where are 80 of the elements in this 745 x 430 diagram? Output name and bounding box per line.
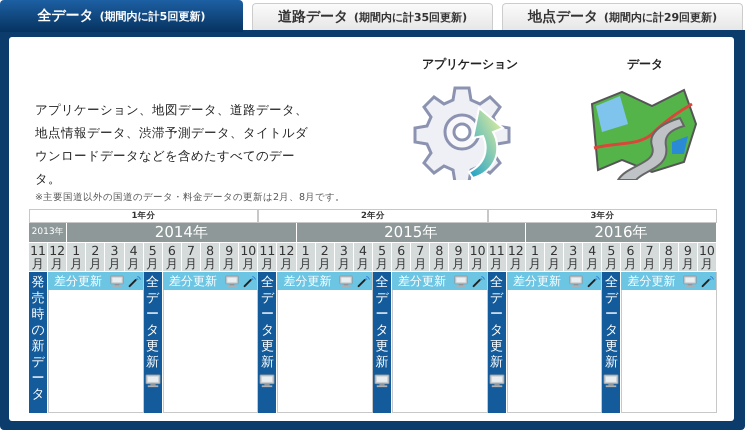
month-cell: 11月 (29, 243, 48, 271)
period-cell: 3年分 (488, 209, 717, 223)
month-cell: 10月 (468, 243, 487, 271)
month-cell: 11月 (488, 243, 506, 271)
bar-label: 差分更新 (512, 272, 561, 290)
update-bar (277, 272, 372, 290)
tab (502, 3, 743, 30)
month-cell: 5月 (144, 243, 162, 271)
month-cell: 4月 (354, 243, 372, 271)
period-cell: 2年分 (258, 209, 488, 223)
update-bar (373, 272, 392, 413)
bar-label: 全データ更新 (489, 275, 504, 371)
month-cell: 5月 (373, 243, 392, 271)
bar-label: 差分更新 (54, 272, 102, 290)
month-cell: 2月 (545, 243, 564, 271)
month-cell: 8月 (430, 243, 448, 271)
month-cell: 3月 (334, 243, 353, 271)
tab-note: (期間内に計35回更新) (354, 10, 468, 24)
month-cell: 9月 (678, 243, 697, 271)
month-cell: 6月 (392, 243, 410, 271)
month-cell: 3月 (105, 243, 124, 271)
month-cell: 7月 (411, 243, 430, 271)
bar-label: 全データ更新 (604, 275, 619, 371)
tab-note: (期間内に計29回更新) (604, 10, 718, 24)
month-cell: 6月 (621, 243, 640, 271)
bar-label: 全データ更新 (374, 275, 390, 371)
bar-label: 差分更新 (168, 272, 217, 290)
month-cell: 4月 (124, 243, 143, 271)
year-cell: 2013年 (29, 223, 66, 242)
month-cell: 2月 (316, 243, 334, 271)
month-cell: 12月 (48, 243, 66, 271)
update-bar (162, 272, 258, 290)
tab (0, 0, 243, 32)
month-cell: 10月 (239, 243, 258, 271)
note-text: ※主要国道以外の国道のデータ・料金データの更新は2月、8月です。 (35, 191, 346, 204)
bar-label: 全データ更新 (145, 275, 160, 371)
update-bar (29, 272, 48, 413)
month-cell: 12月 (277, 243, 296, 271)
month-cell: 1月 (526, 243, 544, 271)
update-bar (488, 272, 506, 413)
update-bar (144, 272, 162, 413)
month-cell: 9月 (220, 243, 238, 271)
month-cell: 4月 (583, 243, 602, 271)
icon-caption: アプリケーション (421, 56, 519, 73)
month-cell: 7月 (640, 243, 659, 271)
month-cell: 8月 (660, 243, 678, 271)
year-cell: 2014年 (67, 223, 296, 242)
tab-title: 地点データ (528, 8, 598, 26)
bar-label: 差分更新 (627, 272, 676, 290)
update-bar (602, 272, 620, 413)
month-cell: 7月 (182, 243, 200, 271)
year-cell: 2016年 (526, 223, 716, 242)
period-cell: 1年分 (29, 209, 258, 223)
month-cell: 12月 (506, 243, 525, 271)
month-cell: 8月 (201, 243, 220, 271)
update-bar (392, 272, 487, 290)
month-cell: 9月 (449, 243, 468, 271)
month-cell: 5月 (602, 243, 620, 271)
bar-label: 差分更新 (283, 272, 332, 290)
tab (252, 3, 493, 30)
month-cell: 6月 (162, 243, 181, 271)
month-cell: 11月 (258, 243, 276, 271)
bar-label: 全データ更新 (260, 275, 275, 371)
icon-caption: データ (626, 56, 664, 73)
month-cell: 3月 (564, 243, 582, 271)
month-cell: 10月 (698, 243, 716, 271)
update-bar (506, 272, 602, 290)
tab-note: (期間内に計5回更新) (100, 8, 206, 24)
month-cell: 1月 (67, 243, 86, 271)
tab-title: 全データ (38, 7, 94, 25)
bar-label: 差分更新 (398, 272, 446, 290)
year-cell: 2015年 (296, 223, 525, 242)
description-text: アプリケーション、地図データ、道路データ、地点情報データ、渋滞予測データ、タイトルダウンロードデータなどを含めたすべてのデータ。 (35, 101, 309, 188)
update-bar (48, 272, 143, 290)
month-cell: 1月 (296, 243, 315, 271)
month-cell: 2月 (86, 243, 104, 271)
update-bar (258, 272, 276, 413)
tab-title: 道路データ (278, 8, 348, 26)
update-bar (621, 272, 716, 290)
bar-label: 発売時の新データ (30, 275, 46, 403)
